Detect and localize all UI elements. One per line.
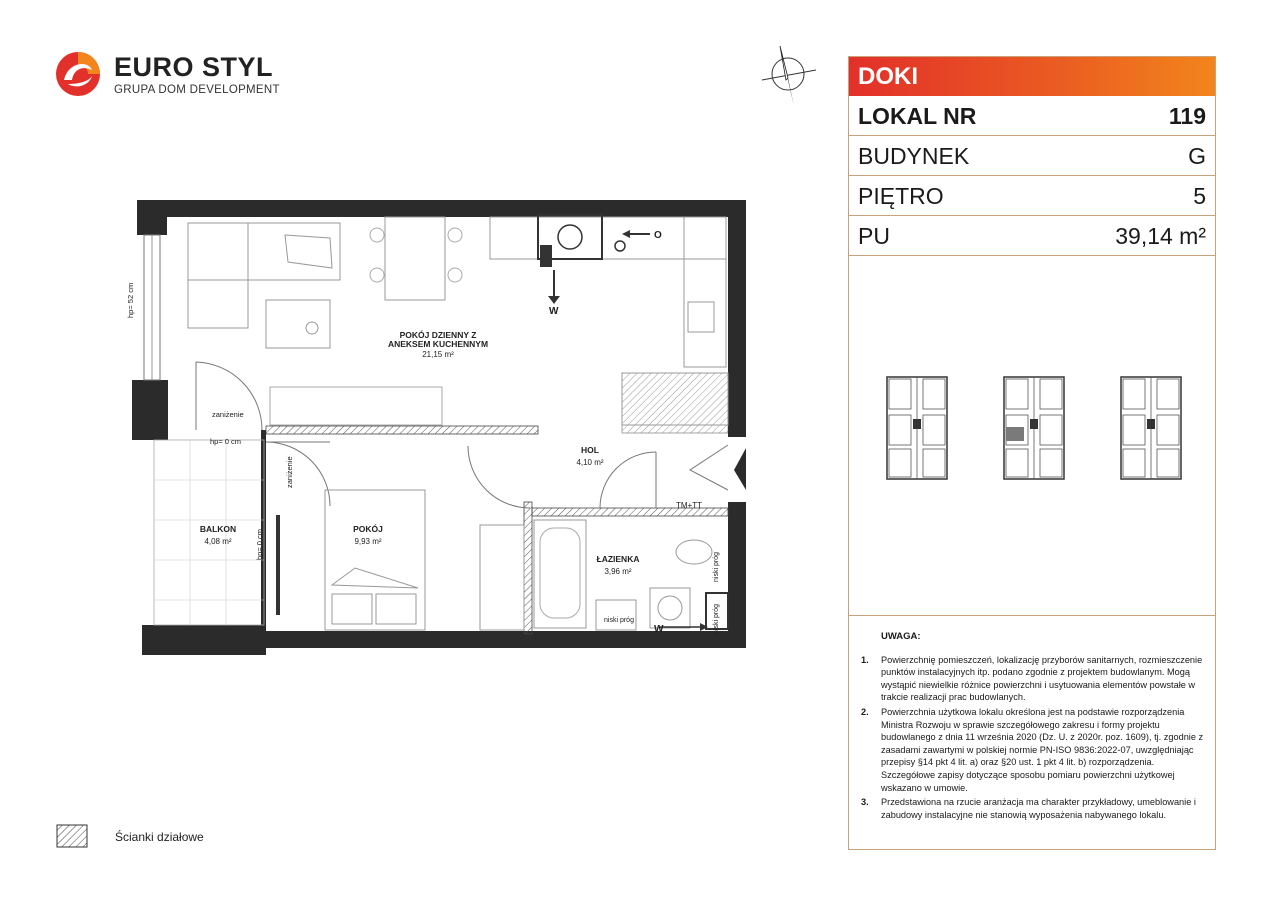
north-arrow-icon bbox=[761, 45, 817, 106]
label-zanizenie-2: zaniżenie bbox=[285, 456, 294, 488]
label-o: O bbox=[654, 230, 662, 241]
label-w-bath: W bbox=[654, 624, 664, 635]
brand-name: EURO STYL bbox=[114, 52, 274, 82]
panel-header: DOKI bbox=[849, 57, 1215, 96]
room-balcony-area: 4,08 m² bbox=[204, 537, 231, 546]
key-plan-1 bbox=[886, 376, 948, 480]
unit-info-panel: DOKI LOKAL NR 119 BUDYNEK G PIĘTRO 5 PU … bbox=[848, 56, 1216, 850]
building-key-plans bbox=[849, 257, 1215, 616]
note-item: 3. Przedstawiona na rzucie aranżacja ma … bbox=[861, 796, 1207, 821]
row-pietro-value: 5 bbox=[1193, 183, 1206, 209]
row-pu-key: PU bbox=[858, 223, 890, 249]
brand-mark-icon bbox=[56, 52, 100, 96]
row-pu-value: 39,14 m² bbox=[1115, 223, 1206, 249]
row-lokal: LOKAL NR 119 bbox=[849, 96, 1215, 136]
key-plan-2 bbox=[1003, 376, 1065, 480]
note-number: 1. bbox=[861, 654, 869, 665]
row-budynek: BUDYNEK G bbox=[849, 136, 1215, 176]
room-living-name-1: POKÓJ DZIENNY Z bbox=[400, 329, 477, 340]
hatch-legend-icon bbox=[56, 824, 88, 848]
note-text: Powierzchnia użytkowa lokalu określona j… bbox=[881, 706, 1204, 793]
room-bathroom-area: 3,96 m² bbox=[604, 567, 631, 576]
label-hp0-side: hp= 0 cm bbox=[255, 529, 264, 560]
room-bathroom-name: ŁAZIENKA bbox=[597, 554, 640, 564]
row-lokal-value: 119 bbox=[1168, 103, 1206, 129]
label-niski-prog-1: niski próg bbox=[713, 552, 720, 582]
brand-subtitle: GRUPA DOM DEVELOPMENT bbox=[114, 84, 280, 96]
brand-logo: EURO STYL GRUPA DOM DEVELOPMENT bbox=[54, 50, 284, 100]
floor-plan: POKÓJ DZIENNY Z ANEKSEM KUCHENNYM 21,15 … bbox=[126, 200, 746, 655]
room-hall-area: 4,10 m² bbox=[576, 458, 603, 467]
label-hp52: hp= 52 cm bbox=[126, 283, 135, 318]
label-w-kitchen: W bbox=[549, 306, 559, 317]
notes-title: UWAGA: bbox=[881, 631, 921, 642]
room-living-area: 21,15 m² bbox=[422, 350, 454, 359]
notes-section: UWAGA: 1. Powierzchnię pomieszczeń, loka… bbox=[861, 631, 1207, 823]
row-pu: PU 39,14 m² bbox=[849, 216, 1215, 256]
room-living-name-2: ANEKSEM KUCHENNYM bbox=[388, 339, 488, 349]
row-budynek-key: BUDYNEK bbox=[858, 143, 970, 169]
room-balcony-name: BALKON bbox=[200, 524, 236, 534]
note-number: 2. bbox=[861, 706, 869, 717]
note-number: 3. bbox=[861, 797, 869, 808]
room-bedroom-area: 9,93 m² bbox=[354, 537, 381, 546]
row-pietro: PIĘTRO 5 bbox=[849, 176, 1215, 216]
note-item: 2. Powierzchnia użytkowa lokalu określon… bbox=[861, 706, 1207, 794]
key-plan-3 bbox=[1120, 376, 1182, 480]
label-niski-prog-2: niski próg bbox=[713, 604, 720, 634]
legend-label: Ścianki działowe bbox=[115, 830, 204, 844]
note-text: Powierzchnię pomieszczeń, lokalizację pr… bbox=[881, 654, 1203, 703]
room-bedroom-name: POKÓJ bbox=[353, 523, 383, 534]
project-name: DOKI bbox=[858, 63, 918, 90]
row-lokal-key: LOKAL NR bbox=[858, 103, 977, 129]
label-tmtt: TM+TT bbox=[676, 501, 702, 510]
label-zanizenie-1: zaniżenie bbox=[212, 410, 244, 419]
row-pietro-key: PIĘTRO bbox=[858, 183, 944, 209]
note-item: 1. Powierzchnię pomieszczeń, lokalizację… bbox=[861, 654, 1207, 704]
row-budynek-value: G bbox=[1188, 143, 1206, 169]
label-niski-prog-3: niski próg bbox=[604, 617, 634, 624]
label-hp0-balcony: hp= 0 cm bbox=[210, 437, 241, 446]
note-text: Przedstawiona na rzucie aranżacja ma cha… bbox=[881, 797, 1196, 820]
room-hall-name: HOL bbox=[581, 445, 599, 455]
